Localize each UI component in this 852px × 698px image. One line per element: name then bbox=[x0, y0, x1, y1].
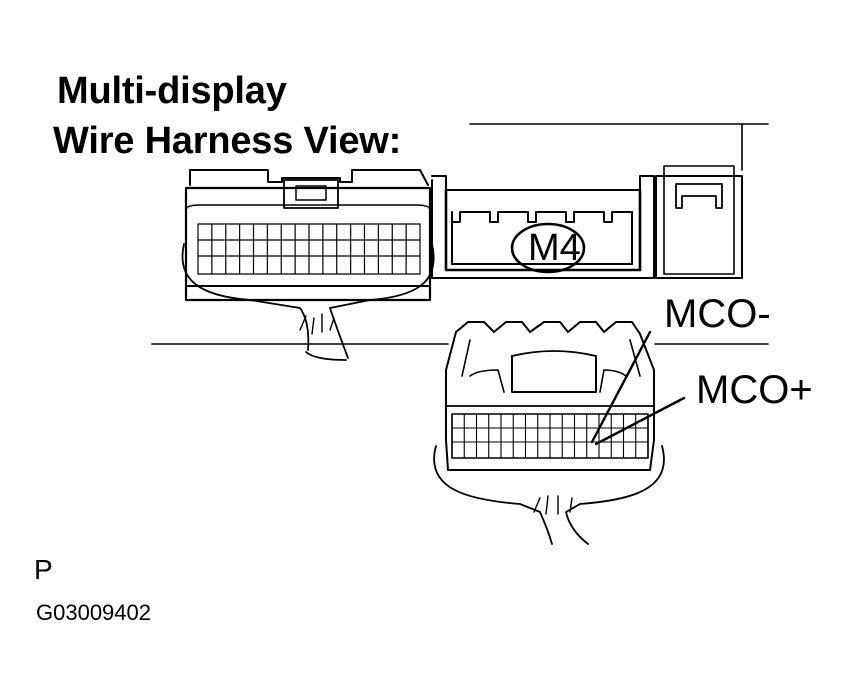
right-small-connector bbox=[655, 165, 743, 279]
pin-label-mco-minus: MCO- bbox=[664, 292, 771, 336]
panel-outline bbox=[151, 123, 769, 345]
connector-label-m4: M4 bbox=[528, 227, 581, 269]
title-line-2: Wire Harness View: bbox=[53, 120, 402, 162]
leader-lines bbox=[590, 330, 686, 446]
footer-letter: P bbox=[34, 554, 53, 585]
left-connector-pin-grid bbox=[197, 223, 421, 275]
left-connector bbox=[184, 169, 432, 302]
pin-label-mco-plus: MCO+ bbox=[696, 368, 813, 412]
m4-connector-housing bbox=[431, 175, 655, 279]
bottom-harness-loop bbox=[433, 445, 665, 545]
title-line-1: Multi-display bbox=[57, 70, 287, 112]
m4-circle bbox=[510, 222, 586, 274]
figure-code: G03009402 bbox=[36, 600, 151, 625]
bottom-connector-pin-grid bbox=[451, 413, 649, 459]
left-harness-loop bbox=[181, 243, 435, 361]
